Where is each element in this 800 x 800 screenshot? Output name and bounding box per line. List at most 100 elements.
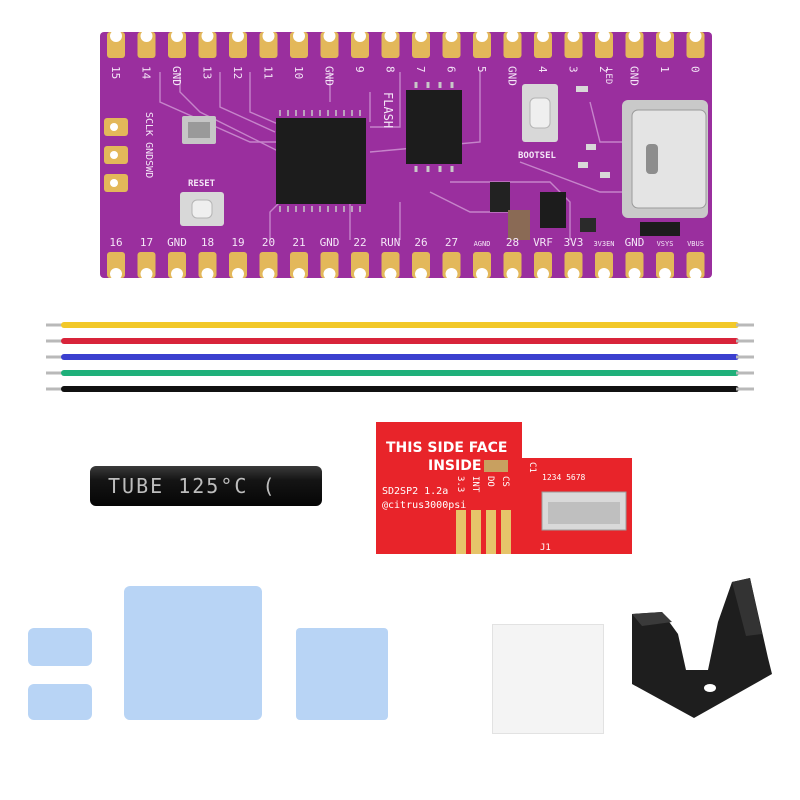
top-pin-label: 1 — [658, 66, 671, 73]
bootsel-label: BOOTSEL — [518, 151, 557, 161]
top-pad-hole — [140, 32, 153, 42]
top-pin-label: 3 — [567, 66, 580, 73]
bottom-pin-label: AGND — [474, 240, 491, 248]
bottom-pad-hole — [354, 268, 366, 278]
top-pad-hole — [628, 32, 641, 42]
sd2sp2-edge-contacts — [456, 510, 511, 554]
side-swd-label: SCLK GNDSWD — [143, 112, 154, 178]
micro-sd-slot — [541, 491, 627, 531]
top-pin-label: 10 — [292, 66, 305, 79]
bottom-pin-label: 3V3EN — [593, 240, 614, 248]
bottom-pad-hole — [628, 268, 641, 278]
bottom-pin-label: 16 — [109, 236, 122, 249]
sd2sp2-adapter: THIS SIDE FACE INSIDE C1 SD2SP2 1.2a @ci… — [376, 422, 632, 554]
reset-button-graphic — [180, 192, 224, 226]
bottom-pin-label: 18 — [201, 236, 214, 249]
top-pin-label: 12 — [231, 66, 244, 79]
sd2sp2-component — [484, 460, 508, 472]
top-pin-label: 7 — [414, 66, 427, 73]
black-bracket — [632, 578, 772, 718]
thermal-pad-small-bottom — [28, 684, 92, 720]
bottom-pin-label: 26 — [414, 236, 427, 249]
bottom-pin-label: VBUS — [687, 240, 704, 248]
top-pin-label: 13 — [201, 66, 214, 79]
bottom-pin-label: 28 — [506, 236, 519, 249]
bottom-pin-label: GND — [320, 236, 340, 249]
smd-components — [490, 86, 680, 240]
top-pin-label: 2 — [597, 66, 610, 73]
bottom-pad-hole — [171, 268, 183, 278]
wire-bundle — [46, 322, 754, 392]
top-pin-label: GND — [628, 66, 641, 86]
sd2sp2-author: @citrus3000psi — [382, 500, 466, 511]
bottom-pad-hole — [445, 268, 458, 278]
top-pin-label: 0 — [689, 66, 702, 73]
bottom-pad-hole — [323, 268, 336, 278]
led-label: LED — [603, 68, 613, 84]
top-castellated-pads — [107, 32, 705, 58]
top-pin-label: GND — [323, 66, 336, 86]
sd2sp2-pin-label: CS — [500, 476, 510, 487]
crystal-oscillator — [182, 116, 216, 144]
bottom-pad-hole — [232, 268, 244, 278]
flash-chip — [406, 82, 462, 172]
top-pad-hole — [598, 32, 610, 42]
bottom-pad-hole — [293, 268, 305, 278]
top-pad-hole — [415, 32, 427, 42]
top-pad-hole — [232, 32, 244, 42]
bottom-pad-hole — [415, 268, 427, 278]
top-pin-label: GND — [506, 66, 519, 86]
bottom-pad-hole — [659, 268, 671, 278]
rp2040-chip — [276, 110, 366, 212]
sd2sp2-pin-label: INT — [470, 476, 480, 493]
bottom-pad-hole — [262, 268, 275, 278]
thermal-pad-large — [124, 586, 262, 720]
thermal-pad-medium — [296, 628, 388, 720]
top-pad-hole — [445, 32, 458, 42]
reset-label: RESET — [188, 179, 216, 189]
top-pad-hole — [110, 32, 122, 42]
bottom-pin-label: GND — [167, 236, 187, 249]
white-pad — [492, 624, 604, 734]
top-pin-label: 4 — [536, 66, 549, 73]
bottom-pin-label: 17 — [140, 236, 153, 249]
bottom-pin-label: VSYS — [657, 240, 674, 248]
bottom-pin-label: 20 — [262, 236, 275, 249]
bottom-pin-label: GND — [625, 236, 645, 249]
bottom-pin-label: 27 — [445, 236, 458, 249]
bottom-pad-hole — [476, 268, 488, 278]
bottom-pin-label: 3V3 — [564, 236, 584, 249]
sd2sp2-pin-label: DO — [485, 476, 495, 487]
tube-print-text: TUBE 125°C ( — [108, 474, 277, 498]
bottom-pin-label: VRF — [533, 236, 553, 249]
bottom-pad-hole — [537, 268, 549, 278]
top-pin-label: 9 — [353, 66, 366, 73]
usb-c-port — [622, 100, 708, 218]
sd2sp2-line2: INSIDE — [428, 458, 481, 474]
sd2sp2-model: SD2SP2 1.2a — [382, 486, 448, 497]
bottom-pad-hole — [201, 268, 214, 278]
top-pin-label: 6 — [445, 66, 458, 73]
top-pad-hole — [689, 32, 702, 42]
bottom-pin-label: 21 — [292, 236, 305, 249]
top-pad-hole — [384, 32, 397, 42]
top-pad-hole — [506, 32, 519, 42]
top-pin-label: 15 — [109, 66, 122, 79]
bottom-pin-label: RUN — [381, 236, 401, 249]
flash-label: FLASH — [381, 92, 395, 128]
bottom-pad-hole — [110, 268, 122, 278]
top-pad-hole — [354, 32, 366, 42]
top-pad-hole — [262, 32, 275, 42]
thermal-pad-small-top — [28, 628, 92, 666]
sd2sp2-line1: THIS SIDE FACE — [386, 440, 507, 456]
top-pin-label: 11 — [262, 66, 275, 79]
swd-side-pads — [104, 118, 128, 192]
top-pin-label: 5 — [475, 66, 488, 73]
bottom-pad-hole — [384, 268, 397, 278]
top-pad-hole — [567, 32, 580, 42]
sd2sp2-c1-label: C1 — [527, 462, 537, 473]
bottom-castellated-pads — [107, 252, 705, 278]
